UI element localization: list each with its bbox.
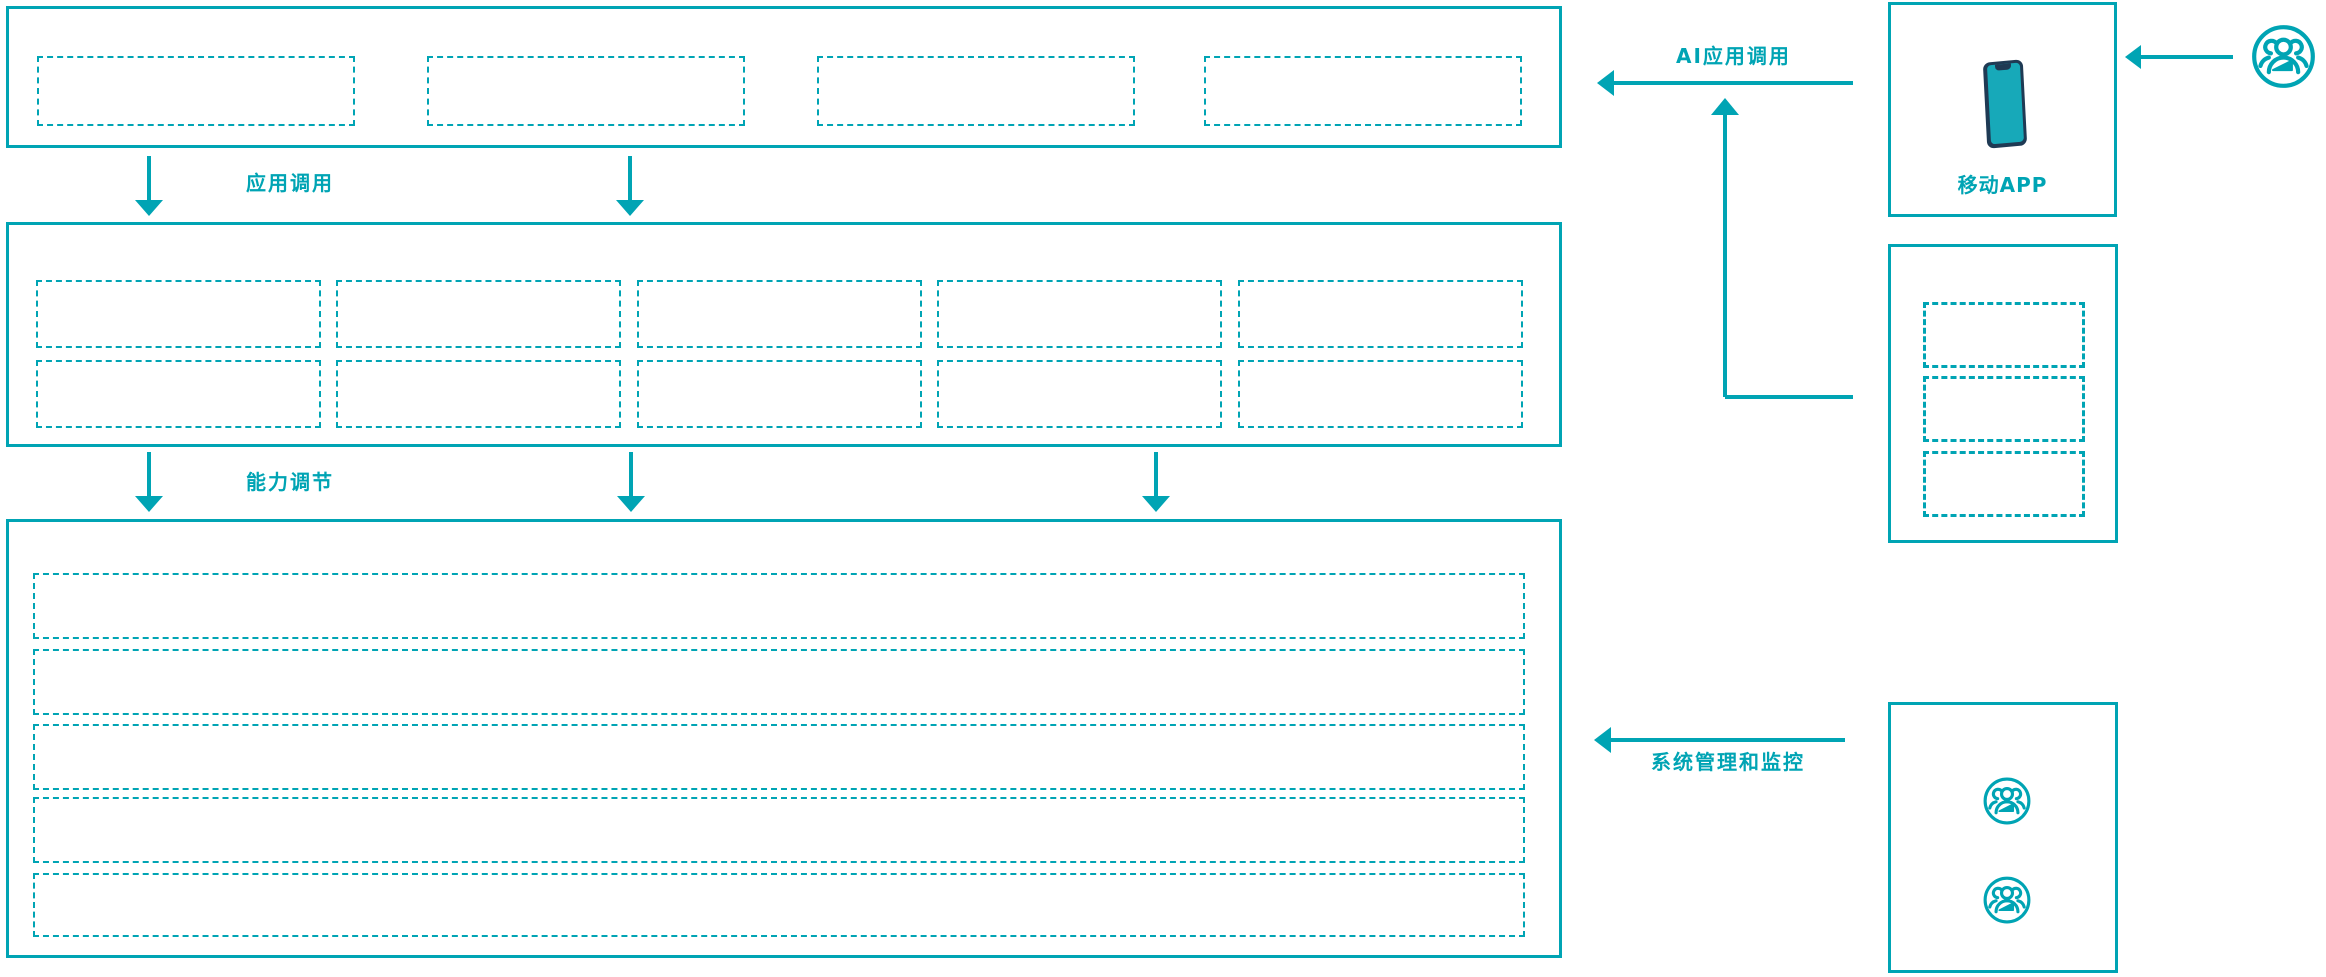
gateway-slot-3 <box>1923 451 2085 517</box>
ai-app-call-label: AI应用调用 <box>1676 44 1791 68</box>
app-layer-slot-1 <box>37 56 355 126</box>
capability-slot-r1c2 <box>336 280 621 348</box>
admin-box <box>1888 702 2118 973</box>
platform-row-1 <box>33 573 1525 639</box>
platform-row-5 <box>33 873 1525 937</box>
capability-slot-r2c1 <box>36 360 321 428</box>
mobile-app-label: 移动APP <box>1957 173 2048 197</box>
capability-slot-r2c5 <box>1238 360 1523 428</box>
gateway-box <box>1888 244 2118 543</box>
gateway-slot-2 <box>1923 376 2085 442</box>
down-arrow-icon <box>617 452 645 512</box>
capability-slot-r2c4 <box>937 360 1222 428</box>
capability-slot-r1c4 <box>937 280 1222 348</box>
system-management-label: 系统管理和监控 <box>1651 750 1805 774</box>
users-icon <box>1982 776 2032 826</box>
platform-layer-box <box>6 519 1562 958</box>
platform-row-2 <box>33 649 1525 715</box>
app-call-label: 应用调用 <box>246 171 334 195</box>
smartphone-screen <box>1986 62 2024 145</box>
platform-row-3 <box>33 724 1525 790</box>
users-icon <box>2250 23 2317 90</box>
capability-adjust-label: 能力调节 <box>246 470 334 494</box>
capability-slot-r2c2 <box>336 360 621 428</box>
down-arrow-icon <box>135 156 163 216</box>
down-arrow-icon <box>135 452 163 512</box>
gateway-slot-1 <box>1923 302 2085 368</box>
up-arrow-icon <box>1711 98 1853 399</box>
app-layer-slot-4 <box>1204 56 1522 126</box>
capability-slot-r1c1 <box>36 280 321 348</box>
app-layer-box <box>6 6 1562 148</box>
app-layer-slot-3 <box>817 56 1135 126</box>
left-arrow-icon <box>2125 45 2233 69</box>
users-icon <box>1982 875 2032 925</box>
smartphone-icon <box>1982 59 2028 149</box>
platform-row-4 <box>33 797 1525 863</box>
down-arrow-icon <box>1142 452 1170 512</box>
app-layer-slot-2 <box>427 56 745 126</box>
mobile-app-box: 移动APP <box>1888 2 2117 217</box>
capability-slot-r2c3 <box>637 360 922 428</box>
left-arrow-icon <box>1597 70 1853 96</box>
capability-slot-r1c5 <box>1238 280 1523 348</box>
capability-slot-r1c3 <box>637 280 922 348</box>
down-arrow-icon <box>616 156 644 216</box>
capability-layer-box <box>6 222 1562 447</box>
